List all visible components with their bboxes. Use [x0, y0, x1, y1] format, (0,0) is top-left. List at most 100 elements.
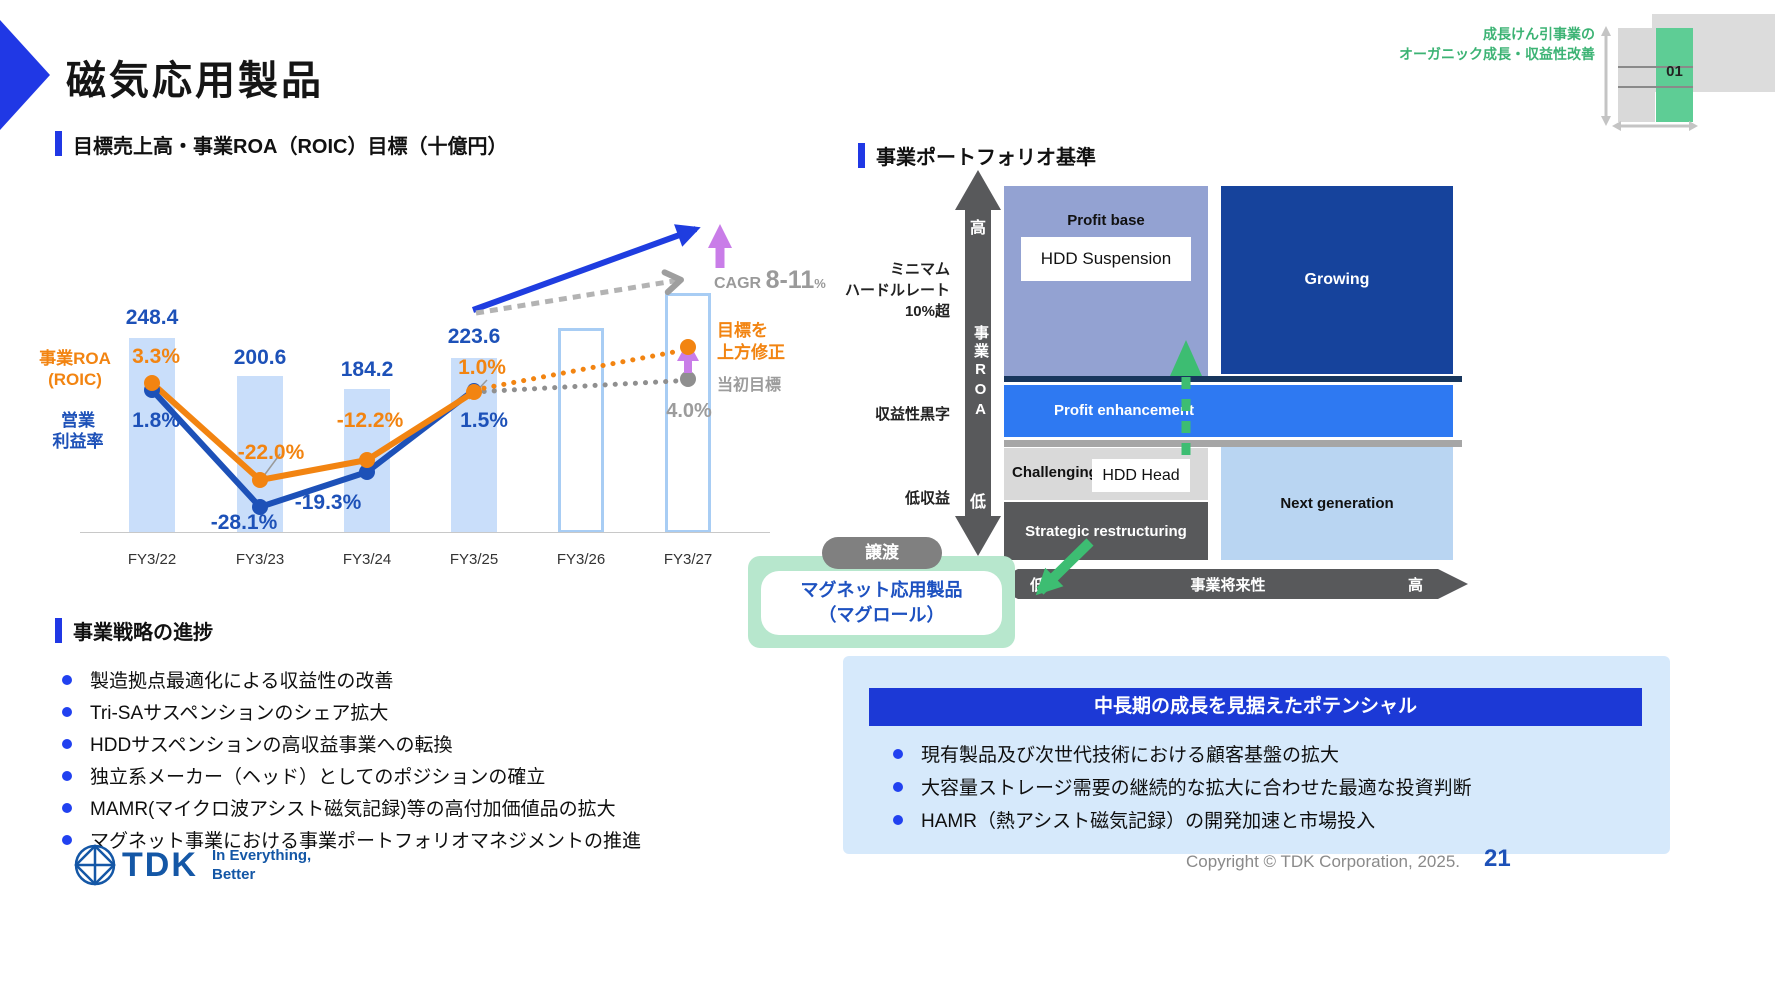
bar-fy326-target [558, 328, 604, 533]
bar-value-label: 223.6 [447, 325, 501, 348]
bar-value-label: 200.6 [233, 346, 287, 369]
matrix-horizontal-arrow-icon [1612, 121, 1698, 131]
bullet-icon [62, 771, 72, 781]
matrix-col-right [1656, 28, 1693, 122]
strategy-bullet: 独立系メーカー（ヘッド）としてのポジションの確立 [90, 767, 546, 788]
matrix-step-number: 01 [1666, 63, 1683, 80]
roa-axis-high: 高 [969, 220, 986, 237]
potential-title: 中長期の成長を見据えたポテンシャル [869, 688, 1642, 726]
strategy-bullet: 製造拠点最適化による収益性の改善 [90, 671, 394, 692]
initial-target-roa-label: 4.0% [666, 400, 712, 422]
initial-target-point [680, 371, 696, 387]
matrix-col-left [1618, 28, 1655, 122]
cagr-label: CAGR 8-11% [714, 266, 826, 294]
copyright-text: Copyright © TDK Corporation, 2025. [1186, 852, 1460, 871]
bullet-icon [62, 707, 72, 717]
roa-axis-shaft [965, 208, 991, 518]
initial-target-dotted-line [471, 378, 679, 395]
cagr-arrow-icon [475, 269, 684, 316]
roa-point-label: -22.0% [237, 441, 305, 464]
section-bar-icon [55, 618, 62, 643]
hdd-suspension-box: HDD Suspension [1021, 237, 1191, 281]
roa-axis-low: 低 [969, 494, 986, 511]
strategy-bullet: Tri-SAサスペンションのシェア拡大 [90, 703, 389, 724]
op-point-label: -19.3% [294, 491, 362, 514]
initial-target-note: 当初目標 [717, 377, 782, 394]
potential-bullet: 大容量ストレージ需要の継続的な拡大に合わせた最適な投資判断 [921, 778, 1472, 799]
hdd-head-box: HDD Head [1092, 459, 1190, 492]
bar-fy327-target [665, 293, 711, 533]
portfolio-heading: 事業ポートフォリオ基準 [876, 147, 1096, 169]
tdk-slogan: In Everything, Better [212, 847, 312, 883]
bar-value-label: 248.4 [125, 306, 179, 329]
future-axis-right-arrow-icon [1438, 569, 1468, 599]
x-tick-label: FY3/26 [556, 551, 606, 568]
upside-arrow-icon [708, 224, 732, 268]
strategic-restructuring-box: Strategic restructuring [1004, 502, 1208, 560]
roa-axis-up-arrow-icon [955, 170, 1001, 210]
page-title: 磁気応用製品 [66, 59, 324, 103]
low-profit-label: 低収益 [904, 490, 950, 507]
strategy-bullet: マグネット事業における事業ポートフォリオマネジメントの推進 [90, 831, 642, 852]
revised-target-point [680, 339, 696, 355]
potential-bullet: HAMR（熱アシスト磁気記録）の開発加速と市場投入 [921, 811, 1376, 832]
challenging-label: Challenging [1012, 464, 1098, 481]
roa-axis-label: 事業ROA [972, 325, 989, 421]
op-point-label: -28.1% [210, 511, 278, 534]
roa-point-label: 1.0% [458, 356, 506, 379]
strategy-bullet: MAMR(マイクロ波アシスト磁気記録)等の高付加価値品の拡大 [90, 799, 616, 820]
profit-base-box: Profit base [1004, 186, 1208, 376]
legend-roa: 事業ROA (ROIC) [39, 349, 111, 389]
x-tick-label: FY3/23 [235, 551, 285, 568]
strategy-heading: 事業戦略の進捗 [73, 622, 213, 644]
bullet-icon [62, 739, 72, 749]
matrix-vertical-arrow-icon [1601, 26, 1611, 126]
roa-line [149, 380, 476, 483]
bullet-icon [62, 675, 72, 685]
breakeven-line [1004, 440, 1462, 447]
bullet-icon [893, 815, 903, 825]
hurdle-line [1004, 376, 1462, 382]
growth-tagline-line1: 成長けん引事業の [1483, 26, 1595, 42]
growth-arrow-icon [471, 224, 701, 313]
roa-axis-down-arrow-icon [955, 516, 1001, 556]
tdk-logo: TDK [122, 846, 198, 884]
legend-op-margin: 営業 利益率 [52, 411, 104, 451]
roa-point-label: 3.3% [132, 345, 180, 368]
bar-fy322 [129, 338, 175, 533]
op-point-label: 1.8% [132, 409, 180, 432]
matrix-row-line [1618, 86, 1693, 88]
bullet-icon [62, 835, 72, 845]
sales-chart-heading: 目標売上高・事業ROA（ROIC）目標（十億円） [73, 136, 508, 158]
bullet-icon [893, 782, 903, 792]
hurdle-rate-label: ミニマム ハードルレート 10%超 [844, 261, 950, 320]
tdk-emblem-icon [74, 844, 116, 886]
magnet-products-box: マグネット応用製品 （マグロール） [761, 571, 1002, 635]
growing-box: Growing [1221, 186, 1453, 374]
section-bar-icon [55, 131, 62, 156]
transfer-badge: 譲渡 [822, 537, 942, 569]
sales-roa-chart: 248.4 200.6 184.2 223.6 事業ROA (ROIC) 営業 … [20, 160, 880, 570]
revised-target-dotted-line [471, 349, 677, 393]
revised-target-note: 目標を 上方修正 [717, 321, 785, 362]
strategy-bullet: HDDサスペンションの高収益事業への転換 [90, 735, 453, 756]
future-axis-label: 事業将来性 [1190, 577, 1266, 594]
growth-tagline-line2: オーガニック成長・収益性改善 [1399, 46, 1595, 62]
chart-lines-layer [144, 224, 732, 515]
chart-baseline [80, 532, 770, 533]
callout-tick [262, 453, 281, 478]
bullet-icon [893, 749, 903, 759]
roa-point-label: -12.2% [336, 409, 404, 432]
x-tick-label: FY3/25 [449, 551, 499, 568]
section-bar-icon [858, 143, 865, 168]
growth-tagline: 成長けん引事業の オーガニック成長・収益性改善 [1150, 24, 1595, 64]
x-tick-label: FY3/22 [127, 551, 177, 568]
profitable-label: 収益性黒字 [874, 406, 950, 423]
op-point-label: 1.5% [460, 409, 508, 432]
future-axis-high: 高 [1408, 577, 1424, 594]
page-number: 21 [1484, 845, 1511, 872]
x-tick-label: FY3/27 [663, 551, 713, 568]
x-tick-label: FY3/24 [342, 551, 392, 568]
profit-enhancement-band: Profit enhancement [1004, 385, 1453, 437]
slide-accent-chevron-icon [0, 20, 50, 130]
